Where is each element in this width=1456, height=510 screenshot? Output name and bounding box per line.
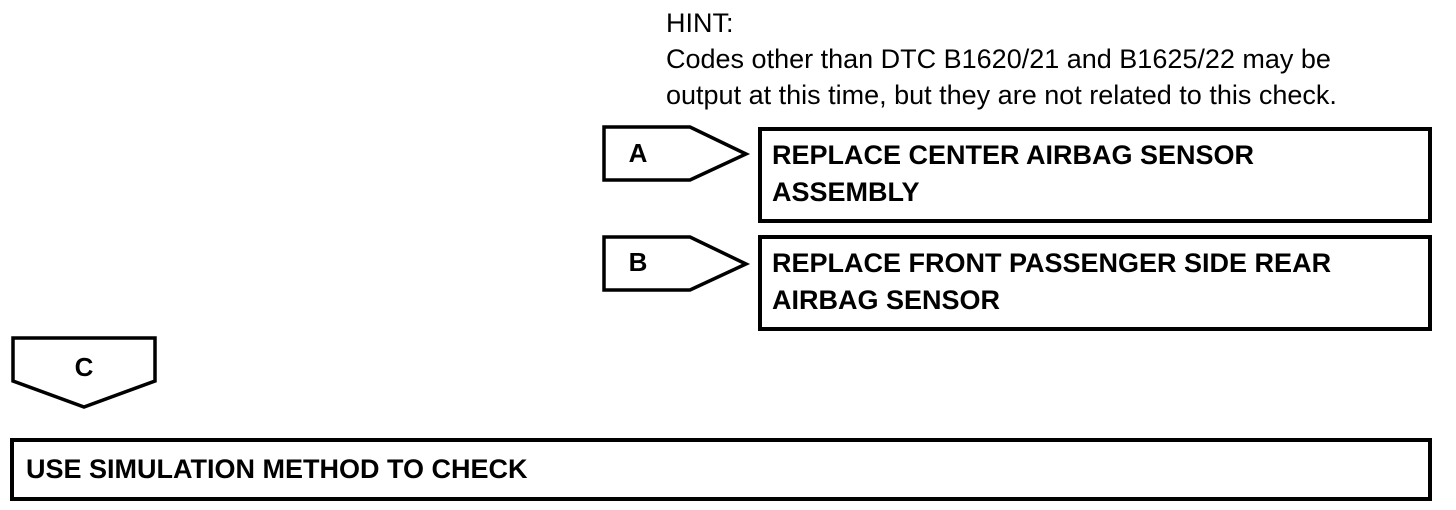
branch-b-result-line-2: AIRBAG SENSOR [772, 285, 1001, 315]
next-step-label: USE SIMULATION METHOD TO CHECK [26, 454, 528, 484]
branch-b-result-line-1: REPLACE FRONT PASSENGER SIDE REAR [772, 248, 1332, 278]
branch-c-letter: C [74, 352, 94, 382]
branch-b-arrow [602, 235, 751, 292]
hint-line-1: Codes other than DTC B1620/21 and B1625/… [666, 44, 1331, 74]
branch-a-arrow [602, 125, 751, 182]
hint-line-2: output at this time, but they are not re… [666, 80, 1337, 110]
branch-c-down-arrow [11, 336, 157, 409]
hint-block: HINT: Codes other than DTC B1620/21 and … [666, 5, 1337, 113]
branch-a-result-line-1: REPLACE CENTER AIRBAG SENSOR [772, 140, 1255, 170]
next-step-box: USE SIMULATION METHOD TO CHECK [10, 438, 1432, 501]
branch-b-letter: B [628, 247, 648, 277]
branch-a-result-line-2: ASSEMBLY [772, 177, 920, 207]
branch-a-letter: A [628, 138, 648, 168]
hint-title: HINT: [666, 8, 734, 38]
branch-b-result: REPLACE FRONT PASSENGER SIDE REAR AIRBAG… [758, 235, 1432, 331]
branch-a-result: REPLACE CENTER AIRBAG SENSOR ASSEMBLY [758, 127, 1432, 223]
